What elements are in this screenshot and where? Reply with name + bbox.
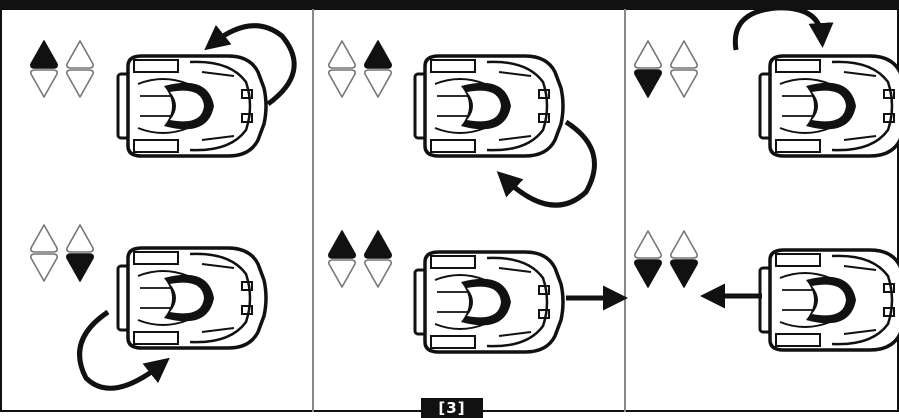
pressed-down-right-triangle-icon: [67, 254, 93, 281]
pressed-up-left-triangle-icon: [329, 231, 355, 258]
down-left-triangle-icon: [31, 70, 57, 97]
figure-label: [3]: [421, 398, 483, 418]
car-icon: [118, 56, 266, 156]
car-icon: [415, 252, 563, 352]
pressed-up-right-triangle-icon: [365, 231, 391, 258]
up-left-triangle-icon: [635, 41, 661, 68]
up-right-triangle-icon: [67, 41, 93, 68]
up-left-triangle-icon: [31, 225, 57, 252]
button-cluster-left-backward-turn: [635, 41, 697, 97]
down-left-triangle-icon: [329, 260, 355, 287]
button-cluster-right-forward-turn: [329, 41, 391, 97]
down-right-triangle-icon: [67, 70, 93, 97]
car-icon: [415, 56, 563, 156]
down-left-triangle-icon: [329, 70, 355, 97]
down-right-triangle-icon: [671, 70, 697, 97]
pressed-down-left-triangle-icon: [635, 70, 661, 97]
up-left-triangle-icon: [329, 41, 355, 68]
down-right-triangle-icon: [365, 260, 391, 287]
car-icon: [760, 56, 899, 156]
pressed-down-right-triangle-icon: [671, 260, 697, 287]
pressed-down-left-triangle-icon: [635, 260, 661, 287]
button-cluster-right-backward-turn: [31, 225, 93, 281]
pressed-up-right-triangle-icon: [365, 41, 391, 68]
button-cluster-left-forward-turn: [31, 41, 93, 97]
up-right-triangle-icon: [671, 41, 697, 68]
pressed-up-left-triangle-icon: [31, 41, 57, 68]
button-cluster-drive-forward: [329, 231, 391, 287]
up-left-triangle-icon: [635, 231, 661, 258]
up-right-triangle-icon: [67, 225, 93, 252]
car-icon: [118, 248, 266, 348]
curved-arrow-icon: [735, 8, 822, 50]
button-cluster-drive-backward: [635, 231, 697, 287]
down-right-triangle-icon: [365, 70, 391, 97]
up-right-triangle-icon: [671, 231, 697, 258]
down-left-triangle-icon: [31, 254, 57, 281]
car-icon: [760, 250, 899, 350]
